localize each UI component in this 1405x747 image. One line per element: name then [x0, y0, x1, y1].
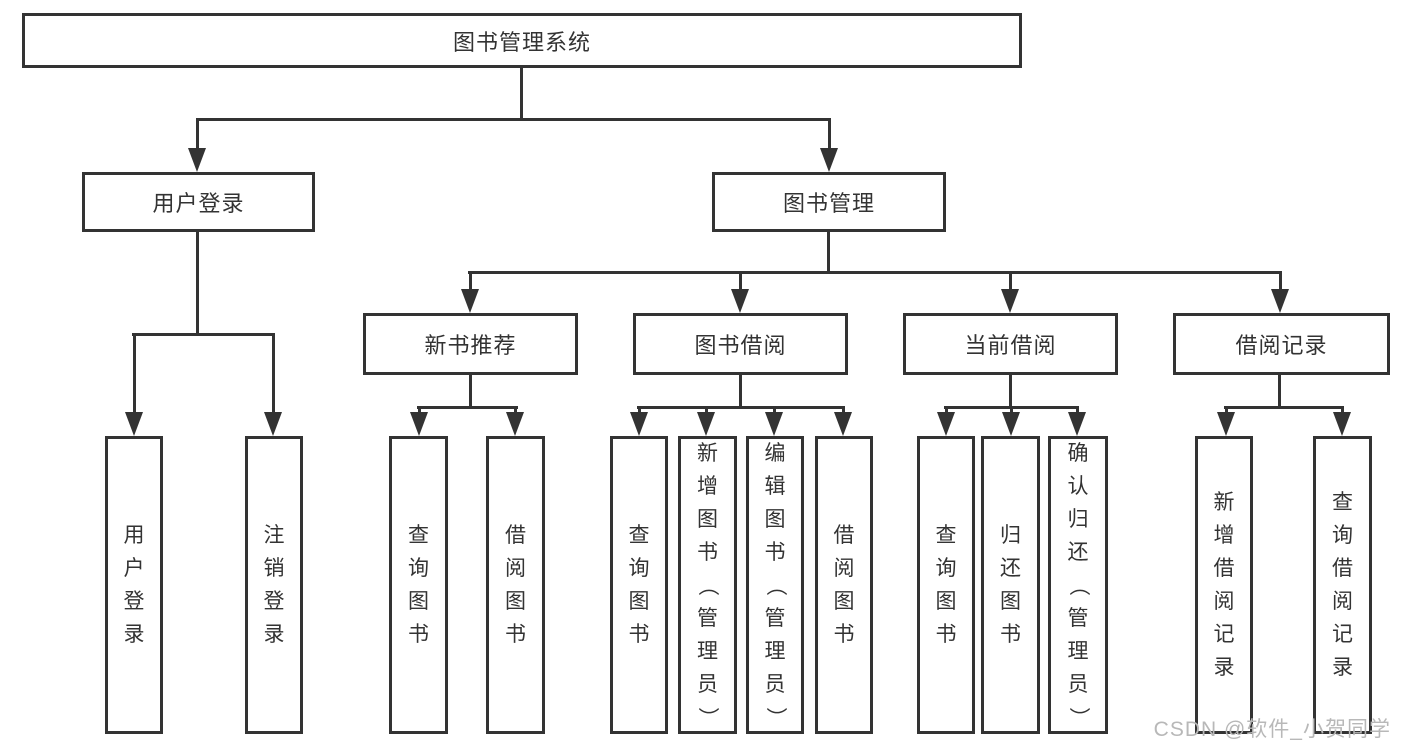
connector-line [637, 406, 845, 409]
leaf-query-books-current: 查询图书 [917, 436, 975, 734]
connector-line [468, 271, 1282, 274]
node-book-management-label: 图书管理 [782, 191, 875, 216]
leaf-confirm-return-admin: 确认归还（管理员） [1048, 436, 1108, 734]
connector-line [196, 230, 199, 336]
node-borrow-records-label: 借阅记录 [1235, 333, 1328, 358]
arrowhead-down-icon [820, 148, 838, 172]
arrowhead-down-icon [765, 412, 783, 436]
node-new-book-recommend-label: 新书推荐 [424, 333, 517, 358]
connector-line [1076, 406, 1079, 414]
arrowhead-down-icon [410, 412, 428, 436]
arrowhead-down-icon [1217, 412, 1235, 436]
leaf-add-books-admin: 新增图书（管理员） [678, 436, 737, 734]
arrowhead-down-icon [937, 412, 955, 436]
connector-line [132, 333, 275, 336]
node-borrow-records: 借阅记录 [1173, 313, 1390, 375]
arrowhead-down-icon [630, 412, 648, 436]
node-new-book-recommend: 新书推荐 [363, 313, 578, 375]
node-user-login-label: 用户登录 [152, 191, 245, 216]
connector-line [469, 373, 472, 408]
arrowhead-down-icon [1068, 412, 1086, 436]
connector-line [418, 406, 421, 414]
leaf-borrow-books: 借阅图书 [815, 436, 873, 734]
connector-line [828, 118, 831, 150]
node-root: 图书管理系统 [22, 13, 1022, 68]
connector-line [739, 373, 742, 408]
connector-line [705, 406, 708, 414]
connector-line [827, 230, 830, 274]
leaf-logout: 注销登录 [245, 436, 303, 734]
node-current-borrow-label: 当前借阅 [964, 333, 1057, 358]
node-book-borrow-label: 图书借阅 [694, 333, 787, 358]
node-book-management: 图书管理 [712, 172, 946, 232]
arrowhead-down-icon [188, 148, 206, 172]
arrowhead-down-icon [125, 412, 143, 436]
node-root-label: 图书管理系统 [452, 29, 591, 55]
connector-line [520, 66, 523, 120]
arrowhead-down-icon [506, 412, 524, 436]
connector-line [1278, 373, 1281, 408]
connector-line [773, 406, 776, 414]
arrowhead-down-icon [461, 289, 479, 313]
connector-line [1224, 406, 1344, 409]
node-book-borrow: 图书借阅 [633, 313, 848, 375]
arrowhead-down-icon [1271, 289, 1289, 313]
connector-line [739, 271, 742, 291]
connector-line [272, 335, 275, 414]
connector-line [1341, 406, 1344, 414]
leaf-user-login: 用户登录 [105, 436, 163, 734]
arrowhead-down-icon [1001, 289, 1019, 313]
connector-line [469, 271, 472, 291]
connector-line [133, 335, 136, 414]
arrowhead-down-icon [1002, 412, 1020, 436]
arrowhead-down-icon [834, 412, 852, 436]
node-current-borrow: 当前借阅 [903, 313, 1118, 375]
connector-line [1279, 271, 1282, 291]
connector-line [1010, 406, 1013, 414]
leaf-return-books: 归还图书 [981, 436, 1040, 734]
node-user-login: 用户登录 [82, 172, 315, 232]
arrowhead-down-icon [1333, 412, 1351, 436]
arrowhead-down-icon [264, 412, 282, 436]
leaf-query-borrow-record: 查询借阅记录 [1313, 436, 1372, 734]
connector-line [196, 118, 199, 150]
connector-line [1009, 271, 1012, 291]
connector-line [417, 406, 518, 409]
connector-line [1225, 406, 1228, 414]
csdn-watermark: CSDN @软件_小贺同学 [1153, 718, 1391, 741]
connector-line [196, 118, 831, 121]
leaf-edit-books-admin: 编辑图书（管理员） [746, 436, 804, 734]
connector-line [1009, 373, 1012, 408]
connector-line [842, 406, 845, 414]
connector-line [514, 406, 517, 414]
leaf-add-borrow-record: 新增借阅记录 [1195, 436, 1253, 734]
leaf-borrow-books-recommend: 借阅图书 [486, 436, 545, 734]
connector-line [638, 406, 641, 414]
leaf-query-books-recommend: 查询图书 [389, 436, 448, 734]
arrowhead-down-icon [731, 289, 749, 313]
arrowhead-down-icon [697, 412, 715, 436]
connector-line [945, 406, 948, 414]
leaf-query-books-borrow: 查询图书 [610, 436, 668, 734]
